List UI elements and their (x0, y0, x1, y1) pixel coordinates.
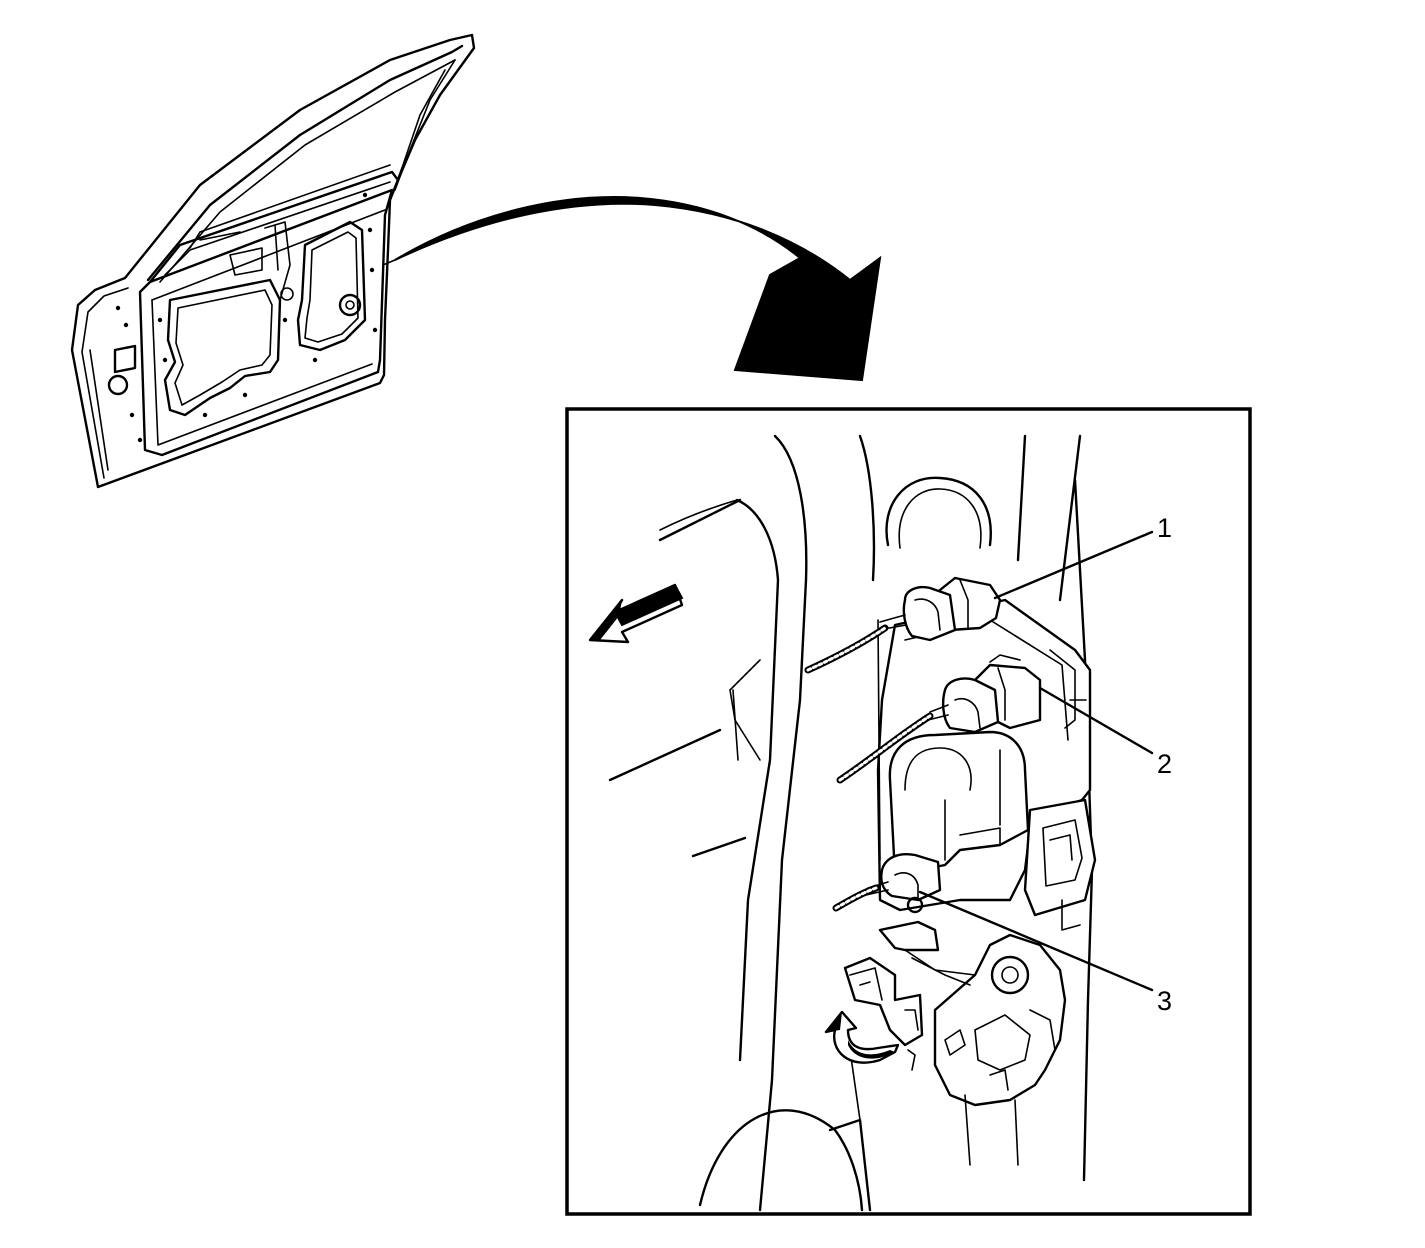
door-overview-icon (70, 33, 476, 489)
curved-arrow-icon (382, 196, 882, 382)
detail-view (588, 434, 1154, 1212)
rotation-arrow-icon (824, 1010, 900, 1064)
latch-assembly (843, 920, 1067, 1166)
connector-2 (836, 654, 1042, 784)
callout-2: 2 (1157, 749, 1172, 779)
detail-frame (565, 407, 1252, 1216)
connector-1 (804, 576, 1002, 861)
callout-1: 1 (1157, 513, 1172, 543)
direction-arrow-icon (588, 583, 684, 644)
connector-3 (832, 853, 942, 914)
callout-3: 3 (1157, 986, 1172, 1016)
